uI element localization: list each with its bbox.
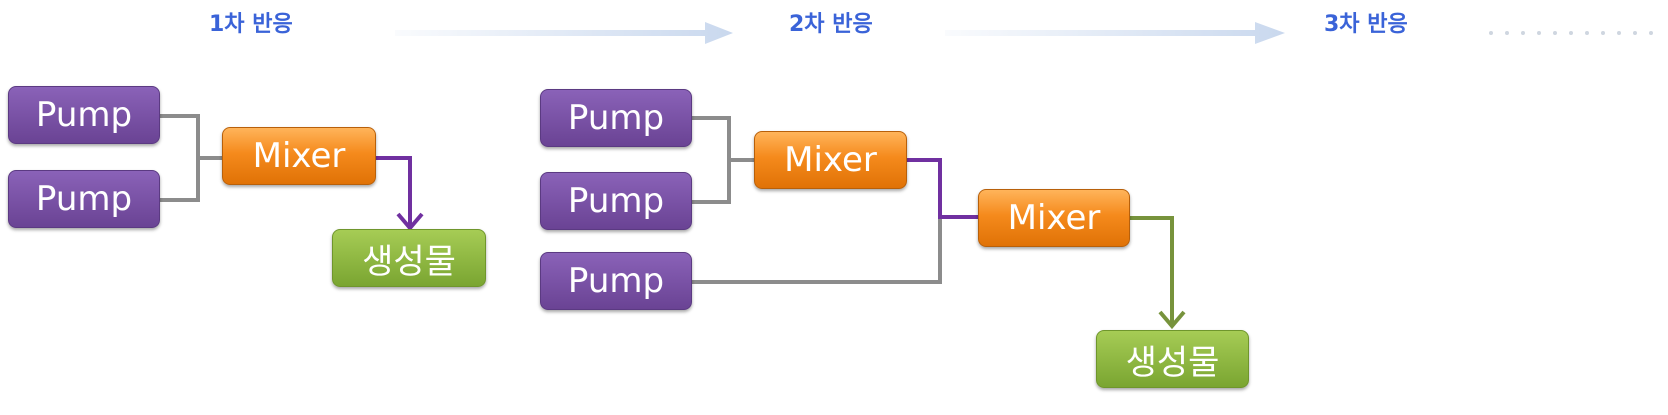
stage2-mixer-2: Mixer bbox=[978, 189, 1130, 247]
stage2-mixer2-to-product bbox=[1130, 216, 1186, 330]
stage-label-1: 1차 반응 bbox=[209, 12, 293, 37]
stage2-pump-connector bbox=[692, 116, 942, 284]
stage-arrow-1-to-2 bbox=[395, 22, 733, 44]
stage1-product: 생성물 bbox=[332, 229, 486, 287]
stage1-pump-2: Pump bbox=[8, 170, 160, 228]
stage2-product: 생성물 bbox=[1096, 330, 1249, 388]
stage-arrow-2-to-3 bbox=[945, 22, 1285, 44]
continuation-dots bbox=[1489, 31, 1653, 35]
stage2-mixer-1: Mixer bbox=[754, 131, 907, 189]
stage1-mixer-to-product bbox=[376, 156, 424, 232]
stage2-pump-1: Pump bbox=[540, 89, 692, 147]
stage-label-3: 3차 반응 bbox=[1324, 12, 1408, 37]
stage1-pump-1: Pump bbox=[8, 86, 160, 144]
stage2-pump-3: Pump bbox=[540, 252, 692, 310]
stage1-pump-connector bbox=[160, 114, 222, 202]
stage1-mixer: Mixer bbox=[222, 127, 376, 185]
stage-label-2: 2차 반응 bbox=[789, 12, 873, 37]
stage2-mixer1-to-mixer2 bbox=[907, 158, 978, 219]
stage2-pump-2: Pump bbox=[540, 172, 692, 230]
